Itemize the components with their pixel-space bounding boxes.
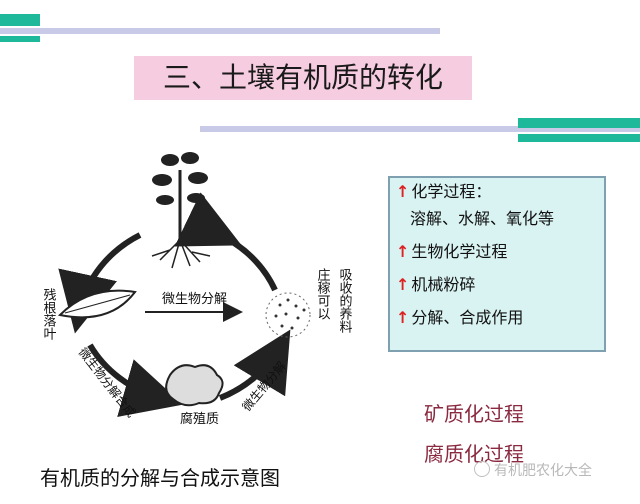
mineralization-label: 矿质化过程 (424, 402, 524, 426)
arrow-up-icon: ↑ (396, 275, 410, 294)
cycle-arrow (87, 343, 184, 417)
leaf-icon (57, 289, 137, 319)
info-item: ↑机械粉碎 (396, 275, 476, 294)
process-info-box: ↑化学过程： 溶解、水解、氧化等 ↑生物化学过程 ↑机械粉碎 ↑分解、合成作用 (388, 176, 606, 352)
plant-icon (151, 152, 211, 269)
nutrient-dots-icon (265, 292, 311, 338)
wechat-icon (474, 461, 490, 477)
decor-bar (0, 14, 40, 26)
decor-bar (0, 36, 40, 42)
humus-icon (165, 364, 224, 407)
label-humus: 腐殖质 (180, 411, 219, 427)
arrow-up-icon: ↑ (396, 182, 410, 201)
label-crop-absorb-2: 吸收的养料 (337, 268, 353, 333)
info-item: ↑化学过程： (396, 182, 492, 201)
slide-title: 三、土壤有机质的转化 (134, 56, 472, 100)
cycle-diagram: 微生物分解 腐殖质 残根落叶 庄稼可以 吸收的养料 微生物分解合成 微生物分解 (41, 152, 353, 427)
humification-label: 腐质化过程 (424, 442, 524, 466)
decor-line (0, 28, 440, 34)
label-decompose-top: 微生物分解 (162, 292, 227, 307)
label-crop-absorb-1: 庄稼可以 (315, 267, 331, 320)
arrow-up-icon: ↑ (396, 242, 410, 261)
decor-line (200, 126, 640, 132)
watermark: 有机肥农化大全 (474, 460, 592, 480)
decor-bar (518, 134, 640, 142)
info-item: 溶解、水解、氧化等 (410, 209, 555, 228)
info-item: ↑生物化学过程 (396, 242, 508, 261)
info-item: ↑分解、合成作用 (396, 308, 524, 327)
label-residue: 残根落叶 (41, 288, 57, 340)
cycle-arrow (174, 192, 278, 292)
decor-bar (518, 118, 640, 128)
arrow-up-icon: ↑ (396, 308, 410, 327)
cycle-arrow (218, 329, 291, 401)
figure-caption: 有机质的分解与合成示意图 (40, 466, 280, 490)
